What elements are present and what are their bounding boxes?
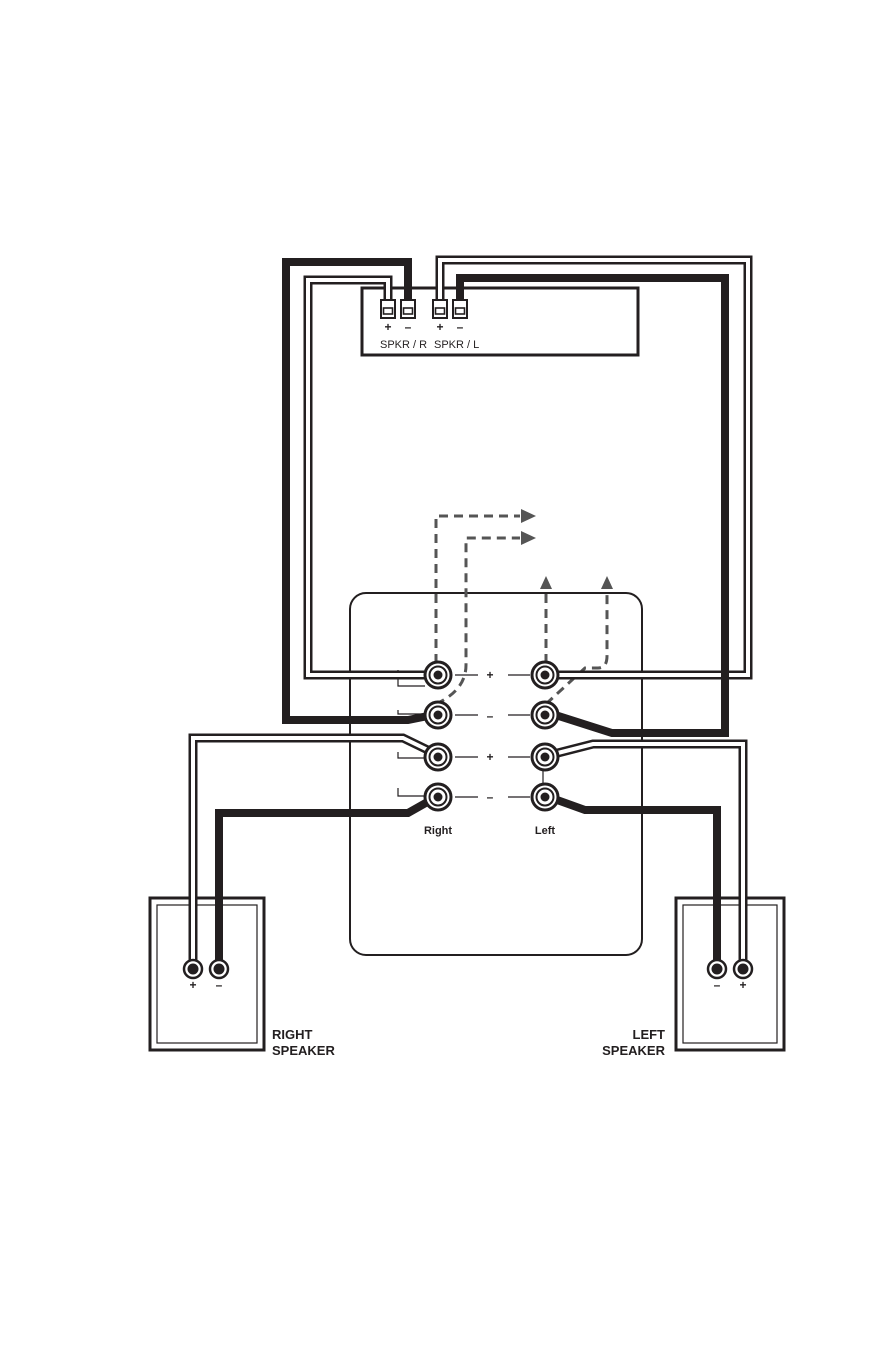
negative-wires — [219, 262, 725, 969]
right-speaker-post-plus — [184, 960, 202, 978]
post-right-1 — [425, 662, 451, 688]
post-left-4 — [532, 784, 558, 810]
amp-label-spkr-l: SPKR / L — [434, 339, 479, 351]
amp-terminal-r-minus — [401, 300, 415, 318]
panel-sign-4: – — [487, 790, 494, 804]
right-speaker-sign-plus: + — [189, 978, 196, 992]
amp-label-spkr-r: SPKR / R — [380, 339, 427, 351]
panel-column-right: Right — [424, 825, 452, 837]
left-speaker-sign-plus: + — [739, 978, 746, 992]
post-left-3 — [532, 744, 558, 770]
subwoofer-panel — [350, 593, 642, 955]
arrowheads — [521, 509, 613, 589]
panel-posts — [425, 662, 558, 810]
left-speaker-label-1: LEFT — [633, 1027, 666, 1042]
positive-wires — [193, 260, 748, 969]
panel-sign-2: – — [487, 709, 494, 723]
post-left-2 — [532, 702, 558, 728]
post-right-3 — [425, 744, 451, 770]
right-speaker-label-2: SPEAKER — [272, 1043, 335, 1058]
amp-terminal-l-plus — [433, 300, 447, 318]
left-speaker-sign-minus: – — [714, 978, 721, 992]
right-speaker-posts — [184, 960, 228, 978]
amp-terminal-l-minus — [453, 300, 467, 318]
right-speaker-post-minus — [210, 960, 228, 978]
post-right-2 — [425, 702, 451, 728]
amp-terminals — [381, 300, 467, 318]
panel-terminal-lines — [398, 670, 543, 797]
panel-sign-3: + — [486, 750, 493, 764]
left-speaker-post-minus — [708, 960, 726, 978]
amp-sign-r-minus: – — [405, 320, 412, 334]
left-speaker-label-2: SPEAKER — [602, 1043, 665, 1058]
right-speaker-sign-minus: – — [216, 978, 223, 992]
amp-sign-l-minus: – — [457, 320, 464, 334]
left-speaker-box — [676, 898, 784, 1050]
panel-sign-1: + — [486, 668, 493, 682]
left-speaker-post-plus — [734, 960, 752, 978]
amp-sign-l-plus: + — [436, 320, 443, 334]
left-speaker-posts — [708, 960, 752, 978]
amp-sign-r-plus: + — [384, 320, 391, 334]
right-speaker-label-1: RIGHT — [272, 1027, 313, 1042]
amp-terminal-r-plus — [381, 300, 395, 318]
post-left-1 — [532, 662, 558, 688]
right-speaker-box — [150, 898, 264, 1050]
post-right-4 — [425, 784, 451, 810]
panel-column-left: Left — [535, 825, 556, 837]
